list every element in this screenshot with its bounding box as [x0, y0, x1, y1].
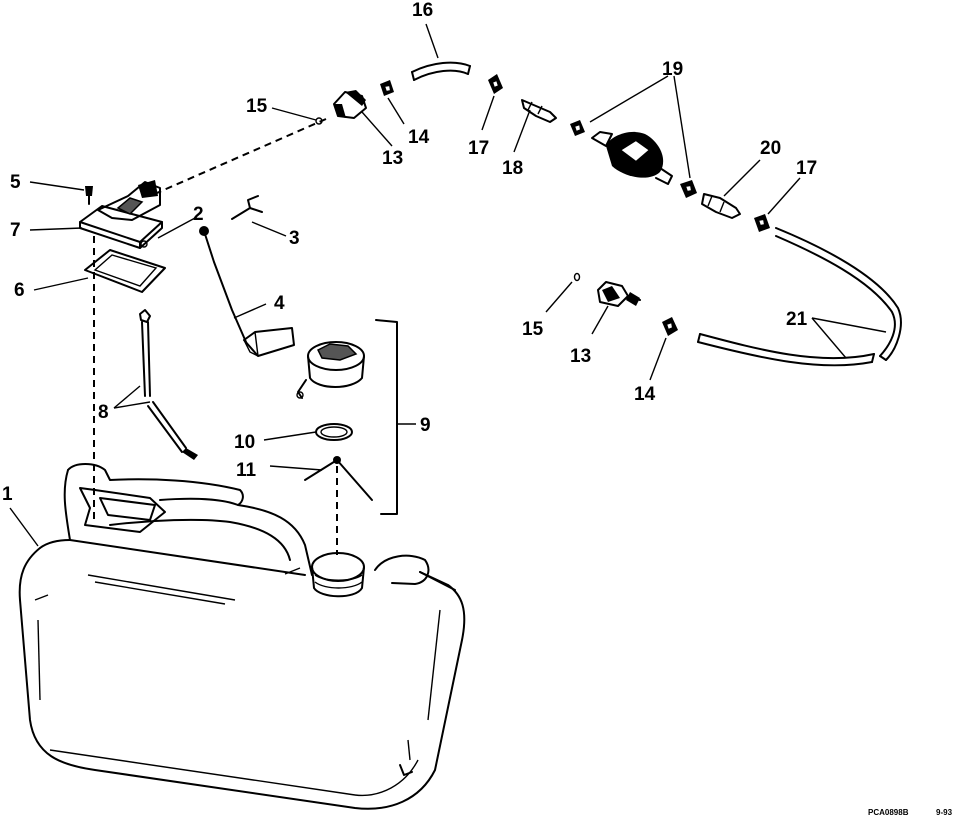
callout-15-bottom: 15 [522, 319, 544, 340]
callout-3: 3 [289, 228, 300, 249]
callout-16: 16 [412, 0, 433, 21]
fuel-cap-assembly [296, 319, 398, 515]
callout-11: 11 [236, 460, 257, 481]
callout-2: 2 [193, 204, 204, 225]
callout-19: 19 [662, 59, 683, 80]
callout-15-top: 15 [246, 96, 268, 117]
fuel-line-hose [697, 227, 902, 367]
callout-4: 4 [274, 293, 285, 314]
callout-labels: 1 2 3 4 5 6 7 8 9 10 11 13 13 14 14 15 1… [2, 0, 817, 505]
callout-20: 20 [760, 138, 781, 159]
callout-6: 6 [14, 280, 25, 301]
callout-8: 8 [98, 402, 109, 423]
fuel-tank [18, 463, 466, 810]
callout-14-top: 14 [408, 127, 430, 148]
callout-17-right: 17 [796, 158, 817, 179]
callout-7: 7 [10, 220, 21, 241]
callout-13-bottom: 13 [570, 346, 591, 367]
callout-17-left: 17 [468, 138, 489, 159]
callout-13-top: 13 [382, 148, 403, 169]
callout-18: 18 [502, 158, 523, 179]
figure-code-date: 9-93 [936, 808, 953, 817]
callout-10: 10 [234, 432, 255, 453]
fuel-line-components [315, 61, 770, 232]
figure-code: PCA0898B 9-93 [868, 808, 953, 817]
leader-lines [9, 23, 887, 547]
pickup-tube [139, 309, 198, 460]
callout-1: 1 [2, 484, 13, 505]
callout-9: 9 [420, 415, 431, 436]
assembly-center-lines [93, 118, 338, 555]
callout-14-bottom: 14 [634, 384, 656, 405]
sender-assembly [79, 180, 295, 357]
figure-code-id: PCA0898B [868, 808, 909, 817]
callout-21: 21 [786, 309, 808, 330]
callout-5: 5 [10, 172, 21, 193]
engine-connector-components [573, 272, 678, 336]
